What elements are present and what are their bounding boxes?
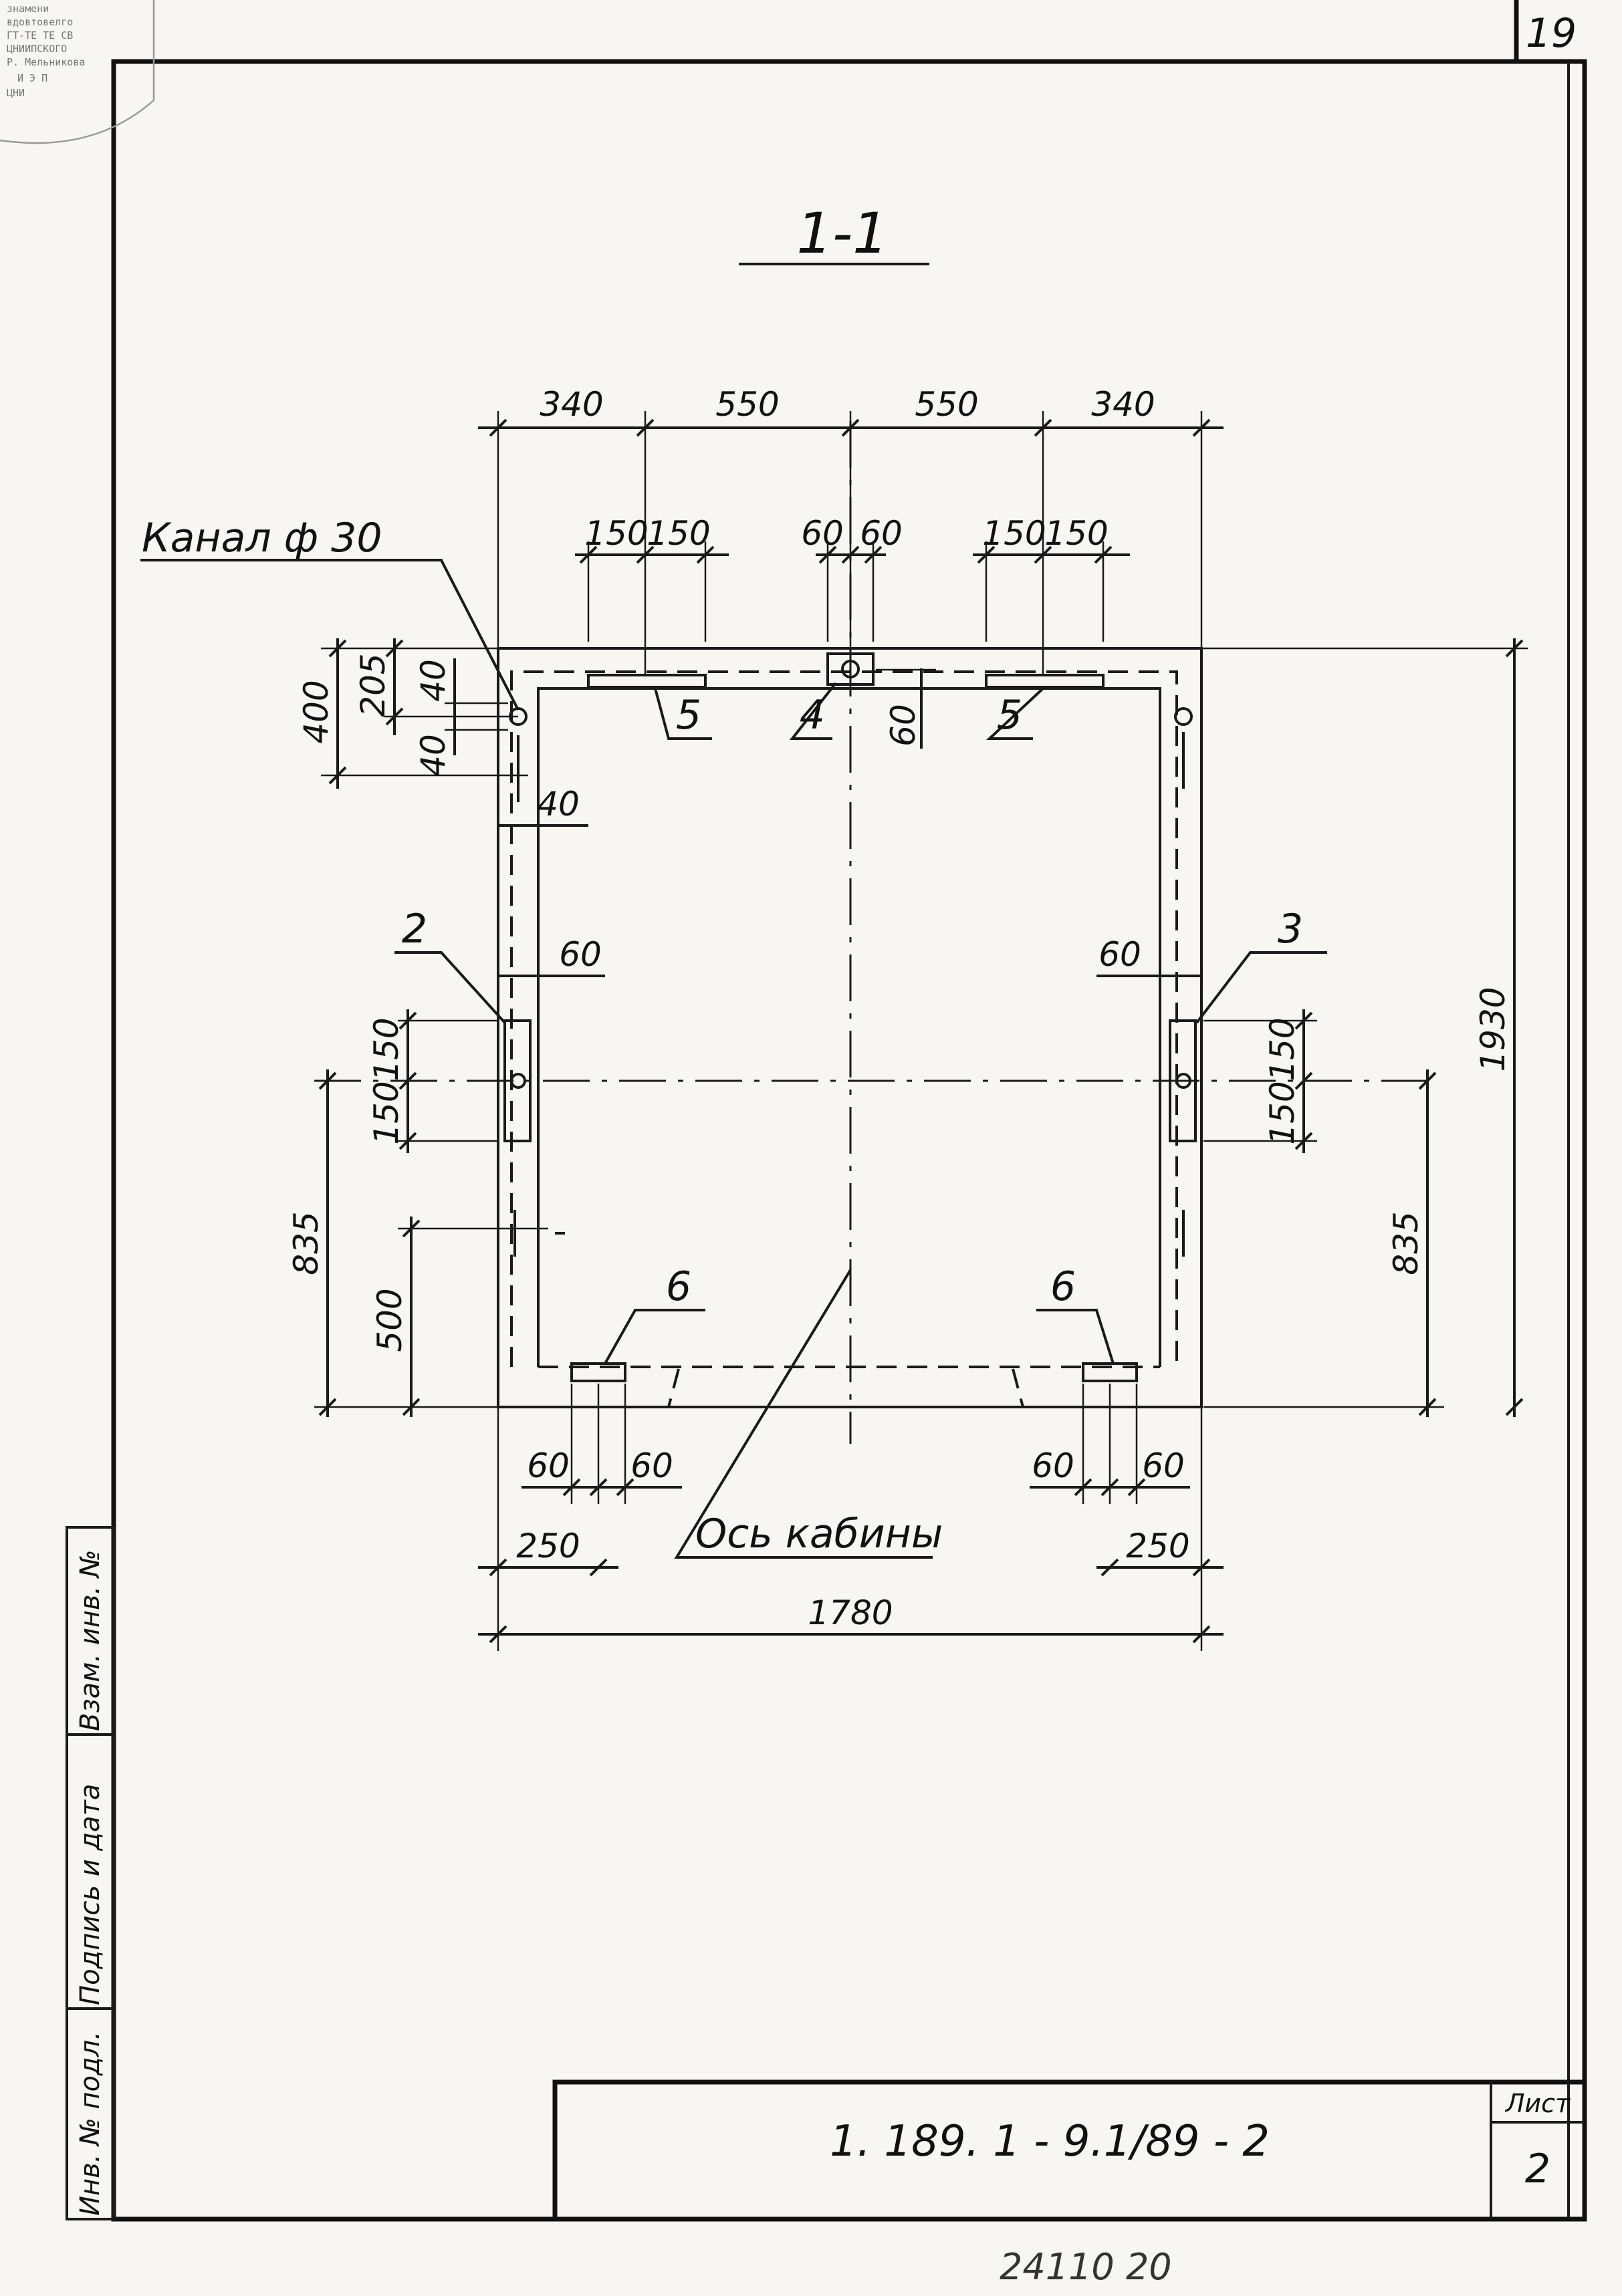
- channel-hole-right: [1174, 707, 1193, 726]
- sheet-corner-number: 19: [1526, 10, 1577, 57]
- corner-stamp-line: ГТ-ТЕ ТЕ СВ: [7, 29, 73, 41]
- dim-top-150: 150: [584, 514, 648, 553]
- dim-bottom-60: 60: [1142, 1446, 1185, 1485]
- bottom-dimensions: 60 60 60 60 250 250 1780: [478, 1384, 1224, 1651]
- dim-bottom-60: 60: [1032, 1446, 1074, 1485]
- corner-stamp-line: Р. Мельникова: [7, 56, 85, 68]
- cabin-outline: [537, 687, 1161, 1367]
- section-title: 1-1: [796, 201, 888, 266]
- callout-6: 6: [1050, 1263, 1076, 1310]
- top-bracket-left: [587, 674, 707, 688]
- dim-top-340-left: 340: [540, 385, 603, 424]
- top-small-dimensions: 150 150 60 60 150 150: [575, 514, 1130, 642]
- inv-no-label: Инв. № подл.: [75, 2031, 106, 2216]
- callout-5: 5: [997, 692, 1022, 739]
- dim-top-550-right: 550: [915, 385, 978, 424]
- callout-2: 2: [402, 906, 427, 952]
- dim-left-40-horizontal: 40: [537, 785, 580, 823]
- corner-stamp-line: И Э П: [17, 72, 47, 84]
- callout-3: 3: [1278, 906, 1303, 952]
- center-60-dimension: 60: [876, 668, 936, 749]
- dim-top-150: 150: [647, 514, 710, 553]
- dim-left-500: 500: [370, 1288, 409, 1352]
- corner-stamp-line: ЦНИИПСКОГО: [7, 43, 67, 55]
- buffer-right: [1082, 1362, 1138, 1382]
- dim-bottom-250-left: 250: [516, 1527, 580, 1565]
- dim-left-835: 835: [287, 1211, 326, 1275]
- left-lower-dimensions: 150 150 835 500: [287, 1009, 548, 1417]
- dim-top-60: 60: [801, 514, 844, 553]
- corner-stamp-line: знамени: [7, 3, 49, 15]
- dim-right-1930: 1930: [1474, 987, 1512, 1071]
- callout-5: 5: [676, 692, 701, 739]
- top-dimension-chain: 340 550 550 340: [478, 385, 1224, 675]
- dim-left-150: 150: [367, 1017, 406, 1081]
- dim-right-60: 60: [1098, 935, 1141, 974]
- dim-left-400: 400: [297, 680, 336, 743]
- callout-4: 4: [800, 692, 825, 739]
- corner-stamp-line: вдовтовелго: [7, 16, 73, 28]
- dim-right-150: 150: [1263, 1081, 1302, 1144]
- buffer-left: [570, 1362, 626, 1382]
- corner-stamp: знамени вдовтовелго ГТ-ТЕ ТЕ СВ ЦНИИПСКО…: [0, 0, 155, 144]
- replacement-inv-label: Взам. инв. №: [75, 1549, 106, 1731]
- cabin-axis-label: Ось кабины: [695, 1511, 943, 1557]
- dim-center-60: 60: [884, 704, 923, 747]
- leaders: [140, 559, 1327, 1559]
- title-block: 1. 189. 1 - 9.1/89 - 2 Лист 2: [552, 2079, 1587, 2222]
- doc-code: 1. 189. 1 - 9.1/89 - 2: [830, 2117, 1270, 2166]
- guide-dashed-line: [510, 670, 1178, 1367]
- signature-date-label: Подпись и дата: [75, 1784, 106, 2005]
- dim-bottom-60: 60: [630, 1446, 673, 1485]
- side-stamp: Инв. № подл. Подпись и дата Взам. инв. №: [66, 1526, 115, 2220]
- dim-top-150: 150: [982, 514, 1046, 553]
- dim-left-40: 40: [414, 734, 453, 777]
- dim-left-40: 40: [414, 659, 453, 702]
- dim-top-60: 60: [860, 514, 903, 553]
- dim-right-835: 835: [1387, 1211, 1425, 1275]
- sheet-number: 2: [1525, 2146, 1550, 2192]
- dim-bottom-250-right: 250: [1126, 1527, 1189, 1565]
- callout-6: 6: [666, 1263, 691, 1310]
- sheet-label: Лист: [1504, 2089, 1571, 2118]
- dim-top-550-left: 550: [715, 385, 779, 424]
- sheet-frame: [111, 0, 1587, 2222]
- left-top-dimensions: 400 205 40 40 40 60: [297, 638, 605, 977]
- dim-left-60: 60: [559, 935, 602, 974]
- footer-code: 24110 20: [1000, 2246, 1172, 2288]
- right-dimensions: 60 150 150 835 1930: [1096, 638, 1528, 1417]
- dim-bottom-60: 60: [527, 1446, 570, 1485]
- dim-overall-1780: 1780: [808, 1593, 893, 1632]
- dim-top-150: 150: [1044, 514, 1108, 553]
- dim-top-340-right: 340: [1091, 385, 1155, 424]
- corner-stamp-line: ЦНИ: [7, 87, 25, 99]
- dim-right-150: 150: [1263, 1017, 1302, 1081]
- top-bracket-right: [985, 674, 1105, 688]
- dim-left-150: 150: [367, 1081, 406, 1144]
- dim-left-205: 205: [354, 653, 392, 717]
- channel-label: Канал ф 30: [142, 515, 382, 561]
